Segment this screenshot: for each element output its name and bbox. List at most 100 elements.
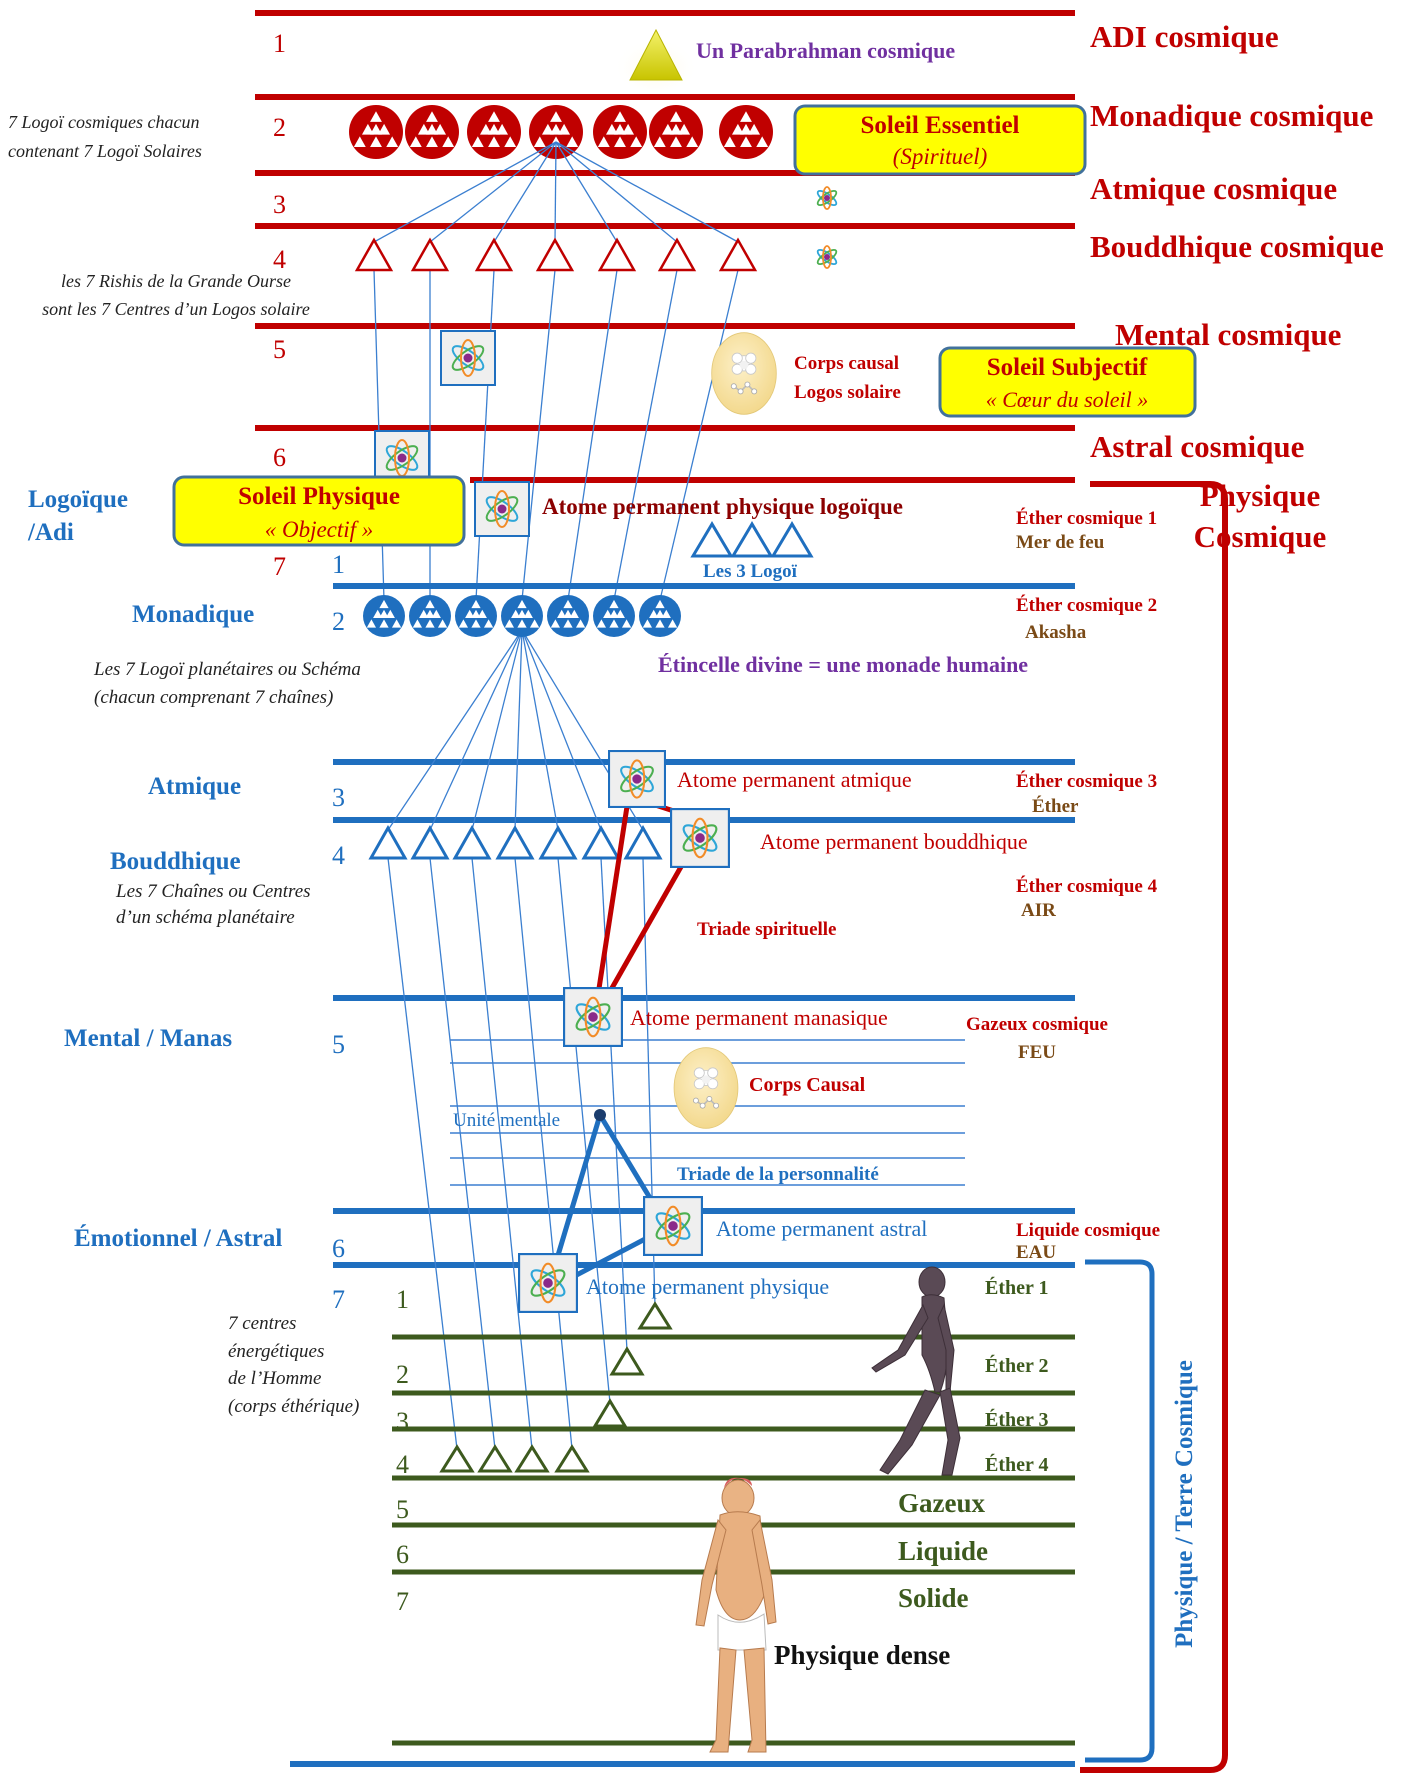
cosmic-plane-names: ADI cosmique Monadique cosmique Atmique … bbox=[1090, 19, 1384, 554]
soleil-subjectif-subtitle: « Cœur du soleil » bbox=[986, 387, 1149, 412]
triade-spirituelle-label: Triade spirituelle bbox=[697, 919, 837, 940]
eau-label: EAU bbox=[1016, 1242, 1056, 1263]
gazeux-cosmique-label: Gazeux cosmique bbox=[966, 1014, 1108, 1035]
physical-subplane-names: Éther 1 Éther 2 Éther 3 Éther 4 Gazeux L… bbox=[898, 1276, 1049, 1613]
planetary-logos-circle-3 bbox=[455, 595, 497, 637]
cosmic-number-5: 5 bbox=[273, 335, 286, 364]
chain-triangles bbox=[368, 824, 663, 860]
cosmic-ether-labels: Éther cosmique 1 Mer de feu Éther cosmiq… bbox=[966, 507, 1160, 1263]
cosmic-causal-body-icon bbox=[710, 331, 778, 416]
soleil-essentiel-subtitle: (Spirituel) bbox=[893, 144, 988, 169]
corps-causal-logos-line-1: Corps causal bbox=[794, 353, 899, 374]
rishis-line-2: sont les 7 Centres d’un Logos solaire bbox=[42, 299, 310, 319]
systemic-number-2: 2 bbox=[332, 607, 345, 636]
ether-3-label: Éther 3 bbox=[985, 1408, 1049, 1431]
chaines-line-2: d’un schéma planétaire bbox=[116, 907, 295, 928]
chain-triangle-3 bbox=[452, 824, 492, 860]
rishi-triangle-3 bbox=[474, 237, 514, 272]
gazeux-label: Gazeux bbox=[898, 1488, 985, 1518]
logoi-cosmiques-line-1: 7 Logoï cosmiques chacun bbox=[8, 112, 199, 132]
systemic-atom-labels: Atome permanent atmique Atome permanent … bbox=[630, 767, 1028, 1030]
planetary-logoi-circles bbox=[363, 595, 681, 637]
logoique-adi-label: Logoïque /Adi bbox=[27, 486, 128, 546]
air-label: AIR bbox=[1021, 900, 1056, 921]
atome-atmique-label: Atome permanent atmique bbox=[677, 767, 912, 792]
chain-triangle-2 bbox=[410, 824, 450, 860]
unite-mentale-label: Unité mentale bbox=[453, 1110, 560, 1131]
centres-line-4: (corps éthérique) bbox=[228, 1396, 359, 1417]
cosmic-logos-circle-1 bbox=[349, 105, 403, 159]
liquide-label: Liquide bbox=[898, 1536, 988, 1566]
atmique-cosmique-label: Atmique cosmique bbox=[1090, 171, 1337, 206]
cosmic-mental-atom-icon bbox=[440, 330, 496, 386]
physical-number-1: 1 bbox=[396, 1285, 409, 1314]
rishi-triangles bbox=[354, 237, 758, 272]
centres-note: 7 centres énergétiques de l’Homme (corps… bbox=[228, 1313, 359, 1417]
rishi-triangle-7 bbox=[718, 237, 758, 272]
cosmic-number-7: 7 bbox=[273, 552, 286, 581]
planetary-logos-circle-7 bbox=[639, 595, 681, 637]
soleil-physique-title: Soleil Physique bbox=[238, 483, 400, 510]
soleil-subjectif-box: Soleil Subjectif « Cœur du soleil » bbox=[938, 346, 1197, 418]
buddhic-atom-icon bbox=[670, 808, 730, 868]
systemic-plane-lines bbox=[290, 583, 1075, 1767]
planetary-logos-circle-2 bbox=[409, 595, 451, 637]
chaines-line-1: Les 7 Chaînes ou Centres bbox=[115, 881, 311, 902]
systemic-plane-numbers: 1 2 3 4 5 6 7 bbox=[332, 550, 345, 1314]
rishi-triangle-4 bbox=[535, 237, 575, 272]
logoi-cosmiques-line-2: contenant 7 Logoï Solaires bbox=[8, 141, 202, 161]
mer-de-feu-label: Mer de feu bbox=[1016, 532, 1105, 553]
corps-causal-logos-line-2: Logos solaire bbox=[794, 382, 901, 403]
logoic-physical-atom-icon bbox=[474, 481, 530, 537]
planetary-logos-circle-6 bbox=[593, 595, 635, 637]
chain-triangle-1 bbox=[368, 824, 408, 860]
les-3-logoi-label: Les 3 Logoï bbox=[703, 561, 798, 582]
cosmic-logos-circle-7 bbox=[719, 105, 773, 159]
physical-number-3: 3 bbox=[396, 1407, 409, 1436]
cosmic-logos-circle-3 bbox=[467, 105, 521, 159]
chain-triangle-4 bbox=[495, 824, 535, 860]
physique-dense-label: Physique dense bbox=[774, 1640, 950, 1670]
etheric-centre-triangles bbox=[439, 1301, 673, 1473]
atome-logoique-label: Atome permanent physique logoïque bbox=[542, 494, 903, 519]
mental-cosmique-label: Mental cosmique bbox=[1115, 317, 1341, 352]
systemic-connection-lines bbox=[387, 629, 656, 1450]
monadique-label: Monadique bbox=[132, 601, 254, 628]
centres-line-3: de l’Homme bbox=[228, 1368, 321, 1389]
corps-causal-logos-label: Corps causal Logos solaire bbox=[794, 353, 901, 403]
soleil-physique-subtitle: « Objectif » bbox=[265, 517, 374, 542]
rishis-line-1: les 7 Rishis de la Grande Ourse bbox=[61, 271, 291, 291]
systemic-number-5: 5 bbox=[332, 1030, 345, 1059]
atome-physique-label: Atome permanent physique bbox=[586, 1274, 829, 1299]
logoique-line-2: /Adi bbox=[27, 519, 74, 546]
parabrahman-label: Un Parabrahman cosmique bbox=[696, 38, 955, 63]
soleil-essentiel-title: Soleil Essentiel bbox=[860, 112, 1019, 139]
cosmic-number-6: 6 bbox=[273, 443, 286, 472]
physique-cosmique-label-2: Cosmique bbox=[1194, 519, 1327, 554]
causal-body-icon bbox=[673, 1046, 739, 1130]
centres-line-1: 7 centres bbox=[228, 1313, 296, 1334]
cosmic-logos-circle-4 bbox=[529, 105, 583, 159]
ether-4-label: Éther 4 bbox=[985, 1453, 1049, 1476]
physical-number-7: 7 bbox=[396, 1587, 409, 1616]
astral-atom-icon bbox=[643, 1196, 703, 1256]
cosmic-logos-circle-6 bbox=[649, 105, 703, 159]
logoi-planetaires-line-2: (chacun comprenant 7 chaînes) bbox=[94, 687, 333, 708]
planetary-logos-circle-5 bbox=[547, 595, 589, 637]
atome-bouddhique-label: Atome permanent bouddhique bbox=[760, 829, 1028, 854]
cosmic-logos-circle-2 bbox=[405, 105, 459, 159]
atmique-label: Atmique bbox=[148, 773, 241, 800]
ether-cosmique-3-label: Éther cosmique 3 bbox=[1016, 770, 1157, 792]
ether-cosmique-4-label: Éther cosmique 4 bbox=[1016, 875, 1158, 897]
systemic-number-3: 3 bbox=[332, 783, 345, 812]
corps-causal-label: Corps Causal bbox=[749, 1074, 866, 1096]
etheric-body-figure-icon bbox=[871, 1266, 961, 1476]
physical-atom-icon bbox=[518, 1253, 578, 1313]
physical-number-2: 2 bbox=[396, 1360, 409, 1389]
rishi-triangle-2 bbox=[410, 237, 450, 272]
cosmic-number-3: 3 bbox=[273, 190, 286, 219]
systemic-plane-names: Monadique Atmique Bouddhique Mental / Ma… bbox=[64, 601, 282, 1252]
planetary-logos-circle-1 bbox=[363, 595, 405, 637]
chain-triangle-6 bbox=[581, 824, 621, 860]
astral-cosmique-label: Astral cosmique bbox=[1090, 429, 1304, 464]
